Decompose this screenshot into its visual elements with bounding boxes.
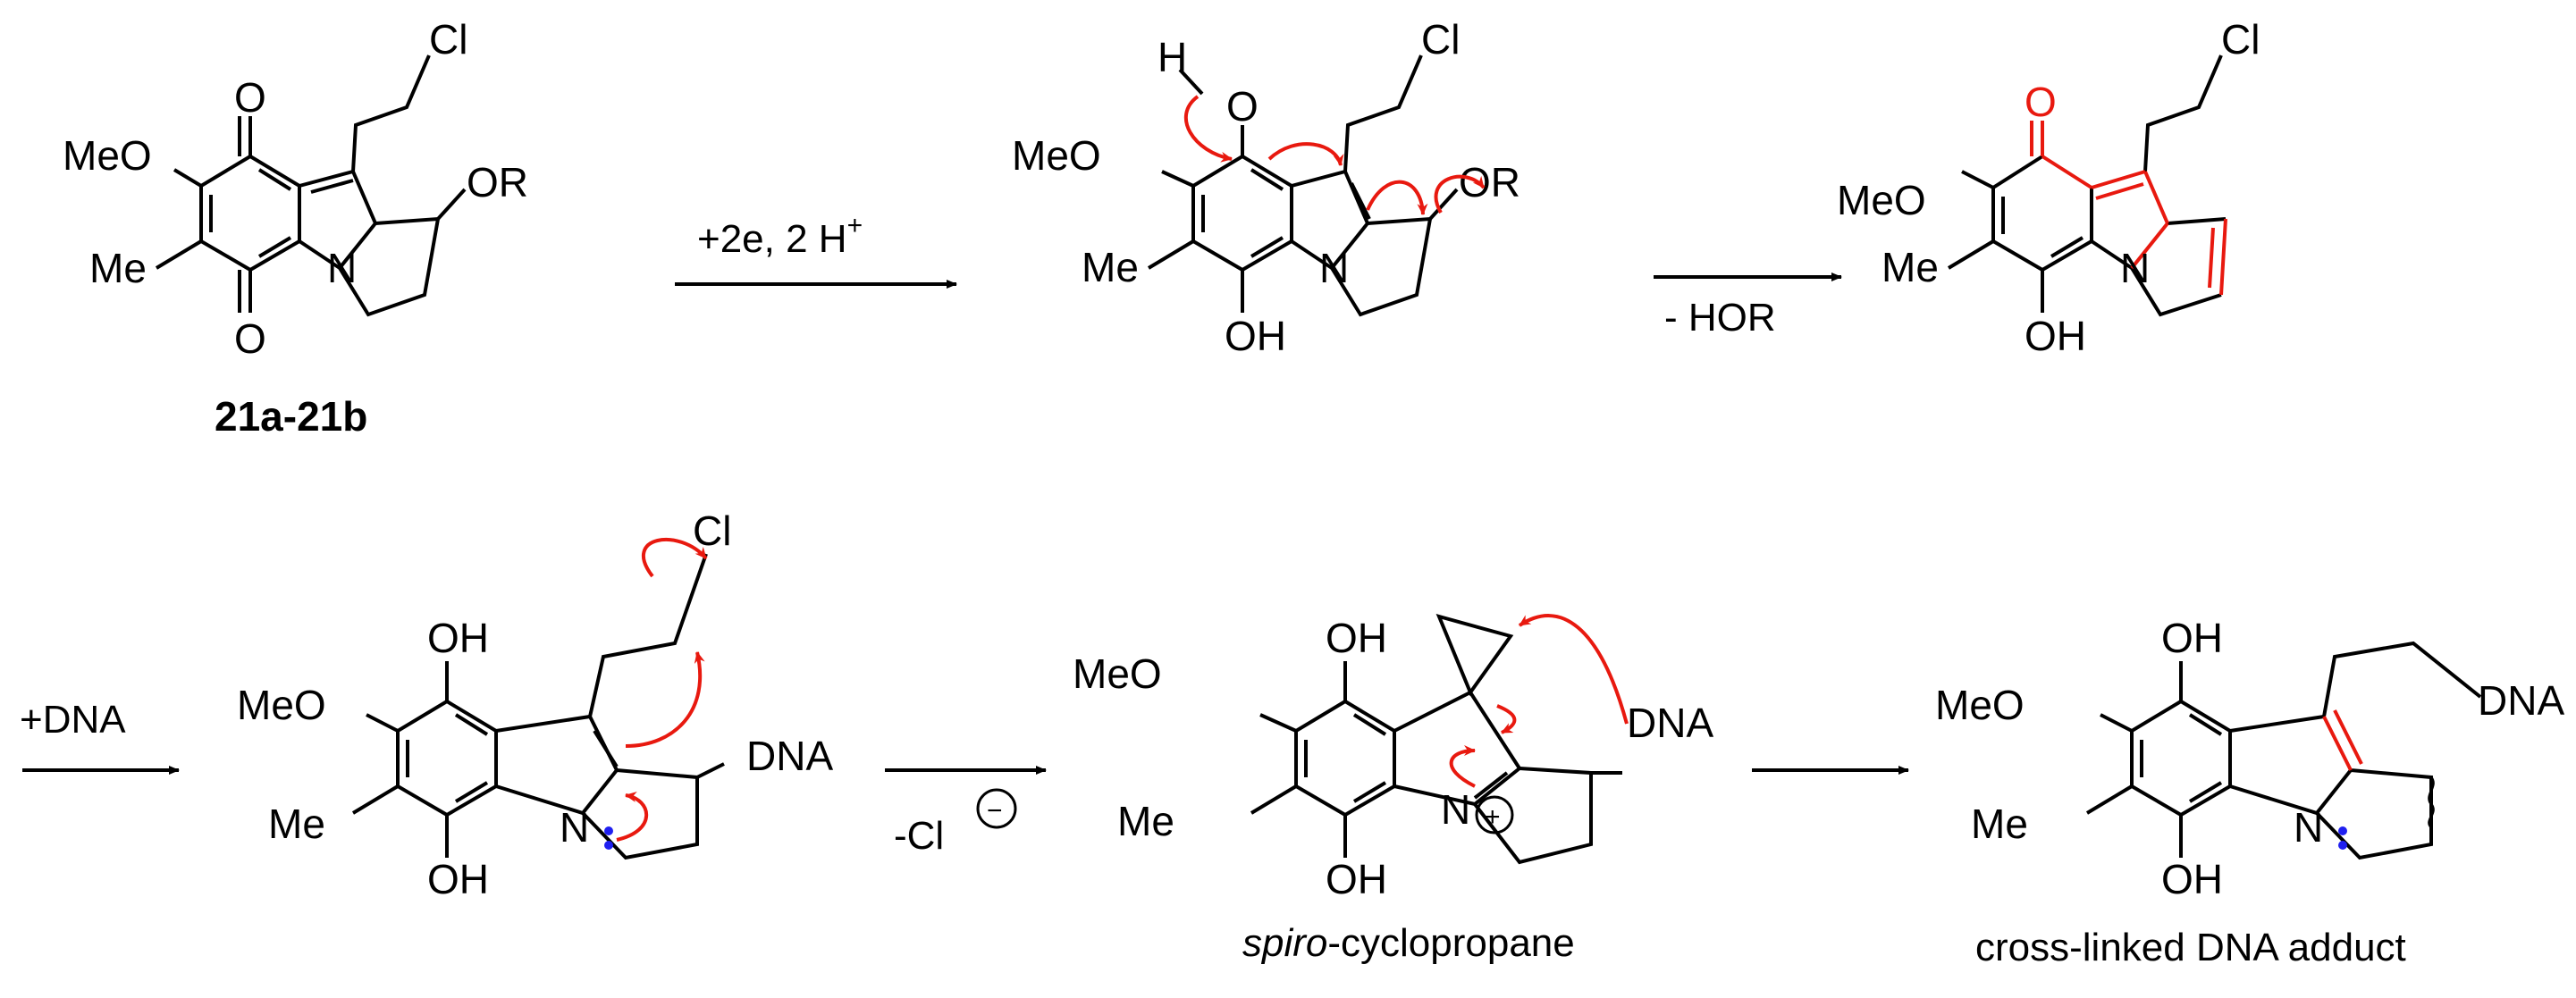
quinone-or-label: OR [467, 159, 528, 205]
quinone-top-oxygen: O [234, 74, 266, 121]
spiro-me-label: Me [1117, 798, 1174, 844]
structure-hydroquinone-labels: H O OH MeO Me N Cl OR [1012, 16, 1520, 359]
hydroquinone-meo-label: MeO [1012, 132, 1101, 179]
quinone-methide-oh-label: OH [2025, 313, 2086, 359]
quinone-methide-me-label: Me [1881, 244, 1939, 290]
structure-quinone [155, 55, 467, 317]
quinone-methide-cl-label: Cl [2221, 16, 2260, 63]
quinone-cl-label: Cl [429, 16, 467, 63]
spiro-meo-label: MeO [1073, 650, 1162, 697]
hydroquinone-cl-label: Cl [1421, 16, 1460, 63]
hydroquinone-h-label: H [1158, 34, 1187, 80]
spiro-dna-label: DNA [1627, 700, 1713, 746]
dna-hq-n-label: N [560, 804, 589, 851]
adduct-wavy-bond [2428, 776, 2435, 829]
structure-spiro-cyclopropane [1250, 613, 1622, 865]
dna-hq-dna-label: DNA [746, 733, 833, 779]
reduction-label: +2e, 2 H+ [697, 211, 863, 261]
hydroquinone-me-label: Me [1082, 244, 1139, 290]
dna-hq-cl-label: Cl [693, 507, 731, 554]
spiro-bottom-oh: OH [1326, 856, 1387, 902]
structure-spiro-labels: OH OH MeO Me N DNA [1073, 615, 1713, 902]
quinone-meo-label: MeO [63, 132, 152, 179]
spiro-curved-arrows [1449, 614, 1629, 788]
chloride-minus-icon [976, 788, 1017, 829]
chloride-loss-label: -Cl [894, 814, 944, 858]
structure-quinone-methide-labels: O OH MeO Me N Cl [1837, 16, 2260, 359]
hydroquinone-oh-label: OH [1225, 313, 1286, 359]
chloride-minus-sign: − [987, 796, 1003, 826]
elimination-label: - HOR [1664, 296, 1776, 340]
hydroquinone-or-label: OR [1459, 159, 1520, 205]
dna-hq-lone-pair [604, 826, 613, 850]
structure-quinone-methide-red-bonds [2030, 121, 2227, 296]
quinone-me-label: Me [89, 245, 147, 291]
dna-hq-curved-arrows [616, 538, 708, 842]
structure-quinone-labels: O O MeO Me N Cl OR [63, 16, 528, 362]
adduct-dna-label: DNA [2478, 677, 2564, 724]
dna-hq-bottom-oh: OH [427, 856, 489, 902]
structure-crosslinked-red-bonds [2322, 709, 2363, 771]
spiro-plus-charge-icon [1475, 795, 1514, 834]
adduct-me-label: Me [1971, 801, 2028, 847]
structure-dna-hydroquinone-labels: OH OH MeO Me N Cl DNA [237, 507, 833, 902]
hydroquinone-top-oxygen: O [1226, 83, 1259, 130]
structure-crosslinked-labels: OH OH MeO Me N DNA [1935, 615, 2564, 902]
hydroquinone-n-label: N [1319, 245, 1349, 291]
quinone-bottom-oxygen: O [234, 315, 266, 362]
adduct-n-label: N [2294, 804, 2323, 851]
structure-dna-hydroquinone [351, 553, 725, 860]
compound-label: 21a-21b [215, 393, 367, 440]
dna-hq-top-oh: OH [427, 615, 489, 661]
adduct-meo-label: MeO [1935, 682, 2025, 728]
hydroquinone-curved-arrows [1183, 95, 1486, 215]
spiro-n-label: N [1441, 786, 1470, 833]
structure-hydroquinone [1147, 55, 1459, 317]
quinone-n-label: N [327, 245, 357, 291]
structure-crosslinked-adduct [2085, 641, 2482, 860]
structure-quinone-methide [1947, 55, 2227, 317]
dna-hq-me-label: Me [268, 801, 325, 847]
spiro-top-oh: OH [1326, 615, 1387, 661]
quinone-methide-meo-label: MeO [1837, 177, 1926, 223]
adduct-top-oh: OH [2161, 615, 2223, 661]
adduct-lone-pair [2338, 826, 2347, 850]
spiro-caption: spiro-cyclopropane [1242, 921, 1575, 965]
quinone-methide-red-oxygen: O [2025, 79, 2057, 125]
quinone-methide-n-label: N [2120, 245, 2150, 291]
dna-hq-meo-label: MeO [237, 682, 326, 728]
adduct-bottom-oh: OH [2161, 856, 2223, 902]
adduct-caption: cross-linked DNA adduct [1975, 926, 2406, 969]
add-dna-label: +DNA [20, 698, 126, 742]
spiro-plus-sign: + [1485, 802, 1501, 832]
